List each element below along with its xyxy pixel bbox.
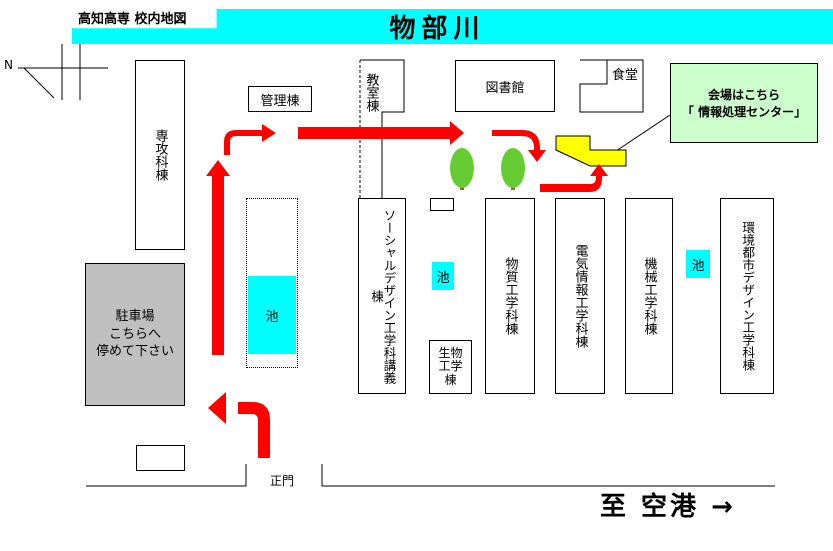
pond-1: 池: [248, 276, 296, 354]
materials-engineering-building-label: 物質工学科棟: [502, 257, 518, 335]
pond-3-label: 池: [691, 258, 705, 274]
gate-booth: [136, 445, 185, 471]
venue-callout: 会場はこちら 「 情報処理センター」: [670, 63, 818, 143]
pond-area-dotted: [246, 198, 298, 368]
venue-building: [555, 135, 627, 167]
library-building-label: 図書館: [485, 80, 525, 96]
environmental-urban-design-building: 環境都市デザイン工学科棟: [720, 198, 774, 394]
classroom-building-outline: [360, 59, 405, 198]
to-airport-label: 至 空港 →: [600, 492, 736, 522]
parking-line2: こちらへ: [108, 326, 161, 342]
pond-2: 池: [432, 262, 454, 290]
electrical-info-building-label: 電気情報工学科棟: [572, 244, 588, 348]
cafeteria-label: 食堂: [611, 67, 638, 83]
bioengineering-building: 生物工学棟: [429, 340, 472, 394]
tree-icon-1: [450, 148, 474, 190]
environmental-urban-design-building-label: 環境都市デザイン工学科棟: [740, 221, 756, 371]
cafeteria-building: [579, 59, 644, 113]
compass-icon: [18, 44, 108, 100]
parking-lot: 駐車場 こちらへ 停めて下さい: [85, 263, 185, 406]
mechanical-engineering-building-label: 機械工学科棟: [641, 257, 657, 335]
administration-building-label: 管理棟: [260, 93, 300, 109]
route-arrows: [206, 121, 608, 458]
social-design-lecture-building: ソーシャルデザイン工学科講義棟: [358, 198, 406, 394]
materials-engineering-building: 物質工学科棟: [485, 198, 535, 394]
cafeteria-label-box: 食堂: [608, 62, 642, 84]
compass-north-label: N: [4, 58, 13, 72]
pond-1-label: 池: [265, 309, 279, 325]
administration-building: 管理棟: [248, 86, 312, 112]
tree-icon-2: [501, 148, 525, 190]
classroom-building-label-box: 教室棟: [361, 62, 381, 122]
pond-3: 池: [686, 250, 710, 278]
classroom-building-label: 教室棟: [363, 72, 379, 112]
map-title: 高知高専 校内地図: [78, 12, 187, 27]
mechanical-engineering-building: 機械工学科棟: [625, 198, 673, 394]
pond-2-label: 池: [436, 270, 450, 286]
parking-line1: 駐車場: [115, 309, 155, 325]
social-design-lecture-building-label: ソーシャルデザイン工学科講義棟: [369, 208, 397, 384]
callout-pointer: [609, 114, 671, 156]
advanced-course-building-label: 専攻科棟: [152, 129, 168, 181]
river-label: 物部川: [389, 14, 486, 44]
callout-line2: 「 情報処理センター」: [681, 105, 807, 119]
electrical-info-building: 電気情報工学科棟: [555, 198, 605, 394]
advanced-course-building: 専攻科棟: [135, 60, 185, 250]
small-structure: [430, 198, 454, 211]
library-building: 図書館: [455, 60, 555, 112]
callout-line1: 会場はこちら: [707, 88, 780, 102]
main-gate-label: 正門: [270, 474, 295, 488]
bioengineering-building-label: 生物工学棟: [438, 346, 463, 387]
parking-line3: 停めて下さい: [95, 344, 174, 360]
